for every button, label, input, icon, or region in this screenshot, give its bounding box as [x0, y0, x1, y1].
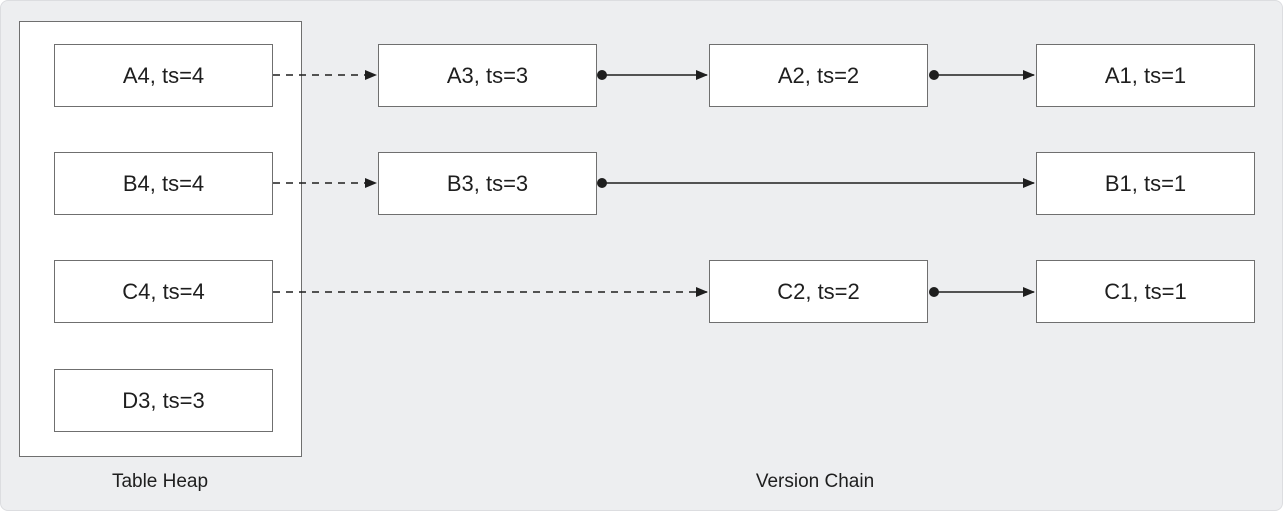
chain-box-a3: A3, ts=3 [378, 44, 597, 107]
version-chain-label: Version Chain [755, 471, 875, 492]
heap-box-d3: D3, ts=3 [54, 369, 273, 432]
heap-box-c4: C4, ts=4 [54, 260, 273, 323]
chain-box-c2: C2, ts=2 [709, 260, 928, 323]
chain-box-b3: B3, ts=3 [378, 152, 597, 215]
chain-box-c1: C1, ts=1 [1036, 260, 1255, 323]
table-heap-label: Table Heap [111, 471, 209, 492]
chain-box-a2: A2, ts=2 [709, 44, 928, 107]
chain-box-a1: A1, ts=1 [1036, 44, 1255, 107]
heap-box-b4: B4, ts=4 [54, 152, 273, 215]
chain-box-b1: B1, ts=1 [1036, 152, 1255, 215]
heap-box-a4: A4, ts=4 [54, 44, 273, 107]
